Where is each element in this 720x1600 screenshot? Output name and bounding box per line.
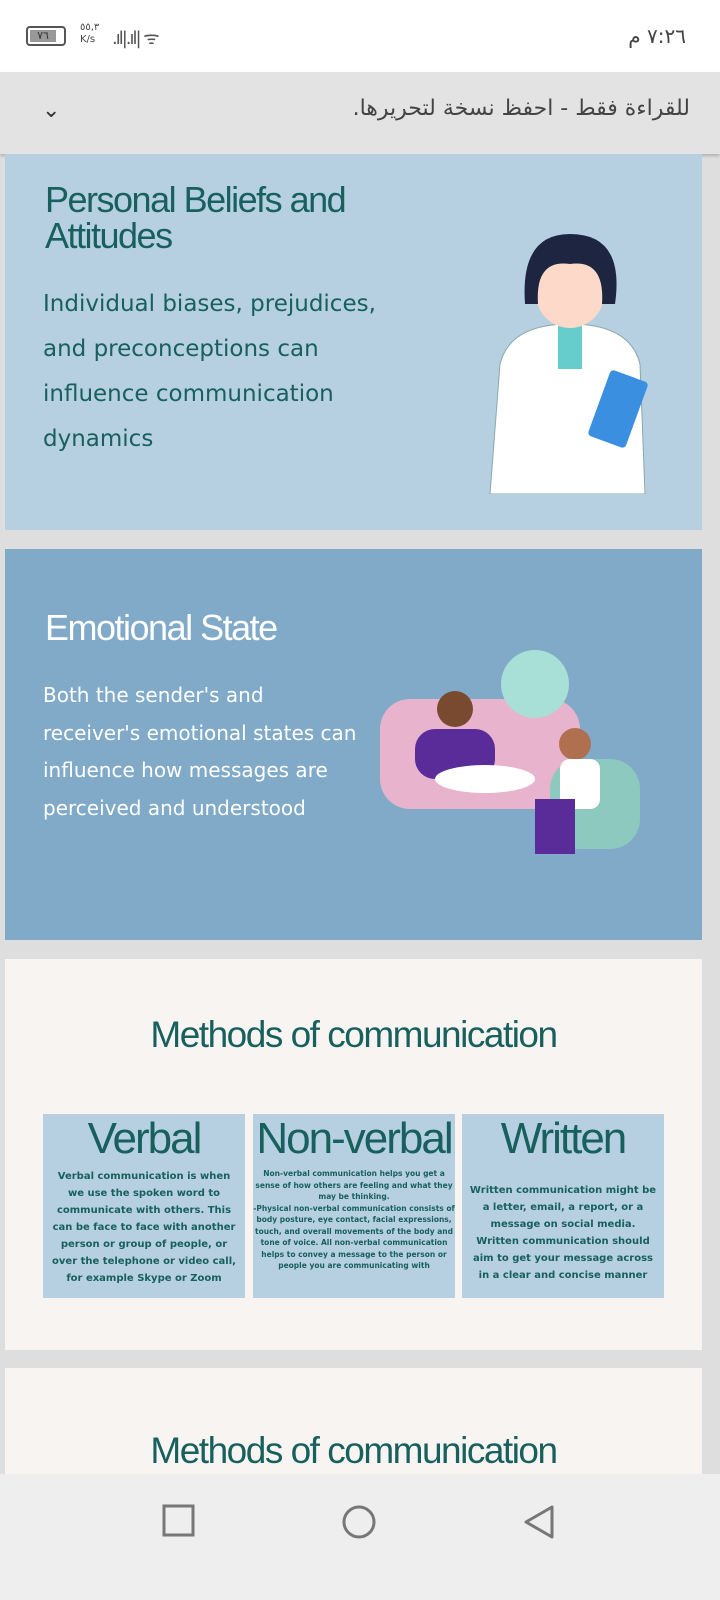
chevron-down-icon[interactable]: ⌄ (42, 98, 61, 123)
battery-level: ٧٦ (30, 30, 56, 42)
slide-methods-of-communication: Methods of communication Verbal Verbal c… (5, 959, 702, 1350)
slide-methods-of-communication-2: Methods of communication (5, 1368, 702, 1478)
card-body: Non-verbal communication helps you get a… (255, 1169, 453, 1201)
card-title: Written (500, 1114, 628, 1163)
card-body: Verbal communication is when we use the … (52, 1171, 236, 1284)
card-body: Written communication might be a letter,… (469, 1185, 657, 1281)
signal-wifi-icon: .ıl|.ıl| ᯤ (112, 28, 160, 49)
card-title: Verbal (87, 1114, 203, 1163)
speed-unit: K/s (80, 34, 96, 45)
navigation-bar (0, 1474, 720, 1600)
card-verbal: Verbal Verbal communication is when we u… (43, 1114, 245, 1298)
slide-title: Personal Beliefs and Attitudes (45, 179, 347, 256)
back-triangle-icon[interactable] (522, 1504, 556, 1540)
speed-value: ٥٥,٣ (80, 22, 100, 33)
slide-personal-beliefs: Personal Beliefs and Attitudes Individua… (5, 154, 702, 530)
slide-body: Individual biases, prejudices, and preco… (43, 291, 376, 452)
banner-text: للقراءة فقط - احفظ نسخة لتحريرها. (352, 96, 690, 121)
slide-emotional-state: Emotional State Both the sender's and re… (5, 549, 702, 940)
therapy-session-illustration (380, 650, 640, 854)
card-written: Written Written communication might be a… (462, 1114, 664, 1298)
read-only-banner[interactable]: للقراءة فقط - احفظ نسخة لتحريرها. ⌄ (0, 72, 720, 154)
card-body-2: -Physical non-verbal communication consi… (253, 1203, 455, 1271)
slide-title: Methods of communication (150, 1014, 558, 1055)
slide-title: Emotional State (45, 607, 278, 648)
recents-square-icon[interactable] (162, 1504, 196, 1538)
card-non-verbal: Non-verbal Non-verbal communication help… (253, 1114, 455, 1298)
clock: ٧:٢٦ م (628, 24, 686, 48)
slide-title: Methods of communication (150, 1430, 558, 1471)
home-circle-icon[interactable] (341, 1504, 377, 1540)
card-title: Non-verbal (256, 1114, 453, 1163)
slide-body: Both the sender's and receiver's emotion… (43, 683, 357, 820)
battery-icon: ٧٦ (26, 26, 66, 46)
doctor-illustration (489, 234, 648, 494)
